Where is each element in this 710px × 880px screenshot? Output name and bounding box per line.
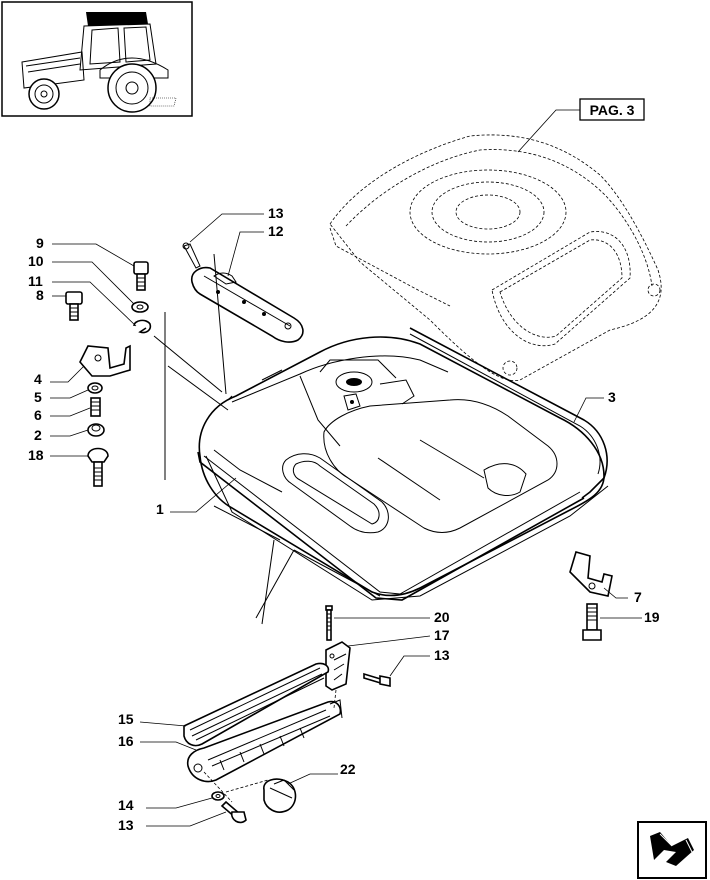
bracket-part-7[interactable]: [569, 551, 613, 597]
cover-part-12[interactable]: [190, 266, 304, 343]
cab-roof-outline: [329, 134, 662, 382]
screw-part-13-top[interactable]: [182, 242, 201, 269]
roof-panel-part-1[interactable]: [198, 336, 609, 601]
callout-13-bottom: 13: [434, 647, 450, 663]
bolt-part-9[interactable]: [133, 261, 149, 291]
bolt-part-21[interactable]: [325, 605, 333, 641]
washer-part-15[interactable]: [211, 791, 225, 801]
bolt-part-19[interactable]: [87, 447, 109, 487]
roof-seal-part-3[interactable]: [197, 327, 608, 601]
washer-part-10[interactable]: [131, 301, 149, 313]
screw-part-13-bottom[interactable]: [363, 672, 391, 687]
callout-16: 15: [118, 711, 134, 727]
bracket-part-4[interactable]: [79, 344, 131, 377]
callout-19: 18: [28, 447, 44, 463]
callout-8: 8: [36, 287, 44, 303]
nut-part-5[interactable]: [87, 382, 103, 394]
bolt-part-20[interactable]: [582, 603, 602, 641]
tractor-thumbnail-icon: [1, 1, 193, 117]
callout-11: 11: [28, 273, 43, 289]
callout-17: 16: [118, 733, 134, 749]
callout-22: 22: [340, 761, 356, 777]
callout-9: 9: [36, 235, 44, 251]
callout-10: 10: [28, 253, 44, 269]
callout-14: 13: [118, 817, 134, 833]
callout-12: 12: [268, 223, 284, 239]
screw-part-14[interactable]: [220, 800, 247, 824]
callout-18: 17: [434, 627, 450, 643]
spacer-part-6[interactable]: [90, 397, 101, 417]
knob-part-22[interactable]: [263, 778, 297, 813]
clip-part-11[interactable]: [133, 319, 152, 334]
next-page-arrow-icon[interactable]: [637, 821, 707, 879]
callout-20: 19: [644, 609, 660, 625]
latch-part-18[interactable]: [325, 641, 351, 691]
callout-3: 3: [608, 389, 616, 405]
callout-5: 5: [34, 389, 42, 405]
callout-2: 2: [34, 427, 42, 443]
callout-7: 7: [634, 589, 642, 605]
callout-4: 4: [34, 371, 42, 387]
bolt-part-8[interactable]: [65, 291, 83, 321]
page-reference-label: PAG. 3: [590, 102, 635, 118]
callout-15: 14: [118, 797, 134, 813]
callout-6: 6: [34, 407, 42, 423]
callout-13-top: 13: [268, 205, 284, 221]
callout-1: 1: [156, 501, 164, 517]
page-reference-box[interactable]: PAG. 3: [579, 98, 645, 121]
frame-part-17[interactable]: [186, 699, 343, 783]
filter-part-16[interactable]: [183, 662, 330, 747]
callout-21: 20: [434, 609, 450, 625]
nut-part-2[interactable]: [87, 423, 105, 437]
